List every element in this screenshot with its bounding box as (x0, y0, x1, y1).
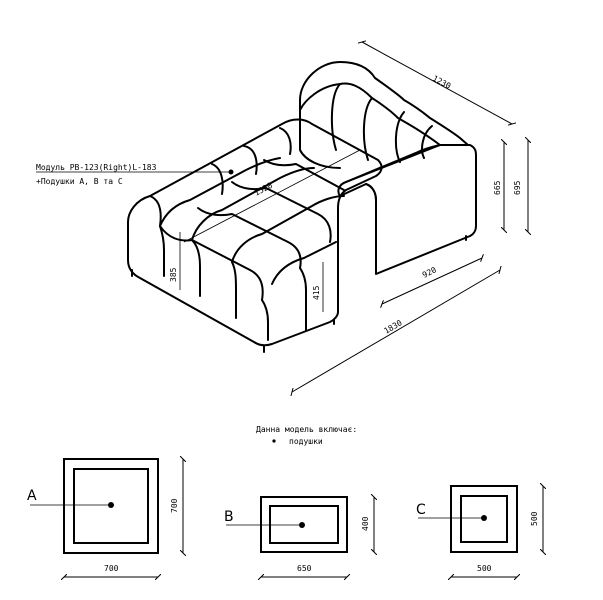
cushion-a-inner (73, 468, 149, 544)
backrest-cushion-1 (330, 83, 341, 151)
module-label: Модуль РВ-123(Right)L-183 (36, 163, 157, 172)
cushion-b-height-text: 400 (361, 516, 370, 531)
cushion-c-height-text: 500 (530, 511, 539, 526)
dim-920-text: 920 (421, 265, 438, 280)
leader-module-dot (228, 169, 234, 175)
backrest-cushion-2 (362, 97, 373, 161)
front-cushion-4 (261, 299, 269, 341)
cushion-c-inner (460, 495, 508, 543)
dim-695-text: 695 (513, 180, 522, 195)
cushion-c-width-text: 500 (477, 564, 492, 573)
dim-1230-text: 1230 (431, 74, 452, 91)
backrest-cushion-4 (421, 125, 433, 159)
cushion-c-letter: C (416, 502, 426, 518)
seat-grid-col-b (197, 207, 302, 269)
seat-grid-diag-0 (159, 157, 281, 227)
seat-grid-diag-3 (271, 241, 337, 285)
includes-title: Данна модель включає: (256, 425, 357, 434)
cushion-c-outer (450, 485, 518, 553)
seat-grid-diag-2 (231, 195, 345, 263)
sofa-seat-outline (127, 118, 383, 347)
dim-1520-text: 1520 (253, 181, 274, 198)
cushion-b-outer (260, 496, 348, 553)
cushion-a-width-text: 700 (104, 564, 119, 573)
cushion-a-outer (63, 458, 159, 554)
cushion-b-inner (269, 505, 339, 544)
sofa-armrest (337, 144, 477, 275)
backrest-cushion-3 (394, 111, 405, 163)
cushion-a-letter: A (27, 488, 37, 504)
cushion-a: A 700 700 (27, 459, 183, 577)
armrest-inner (345, 144, 441, 183)
dim-665-text: 665 (493, 180, 502, 195)
dim-1520-line (183, 149, 361, 243)
cushions-label: +Подушки А, В та С (36, 177, 123, 186)
includes-bullet (272, 439, 276, 443)
front-cushion-1 (159, 225, 165, 277)
front-cushion-3 (231, 261, 237, 319)
dim-385-text: 385 (169, 267, 178, 282)
dim-415-text: 415 (312, 285, 321, 300)
front-cushion-2 (191, 239, 201, 297)
seat-grid-diag-1 (191, 167, 315, 241)
cushion-b-width-text: 650 (297, 564, 312, 573)
dim-1830-line (292, 270, 500, 392)
seat-grid-col-c (231, 181, 332, 243)
cushion-a-height-text: 700 (170, 498, 179, 513)
armrest-front-face (365, 183, 377, 201)
includes-item: подушки (289, 437, 323, 446)
cushion-b: B 650 400 (224, 497, 374, 577)
seat-grid-row-1 (149, 127, 292, 227)
front-cushion-5 (299, 267, 307, 331)
sofa-drawing (127, 61, 477, 353)
cushion-b-letter: B (224, 509, 234, 525)
sofa-backrest (299, 61, 469, 146)
outer-dimension-lines (292, 42, 528, 392)
cushion-c: C 500 500 (416, 486, 543, 577)
backrest-front (299, 109, 341, 169)
dim-1230-line (362, 42, 512, 124)
seat-grid-col-a (159, 225, 264, 301)
